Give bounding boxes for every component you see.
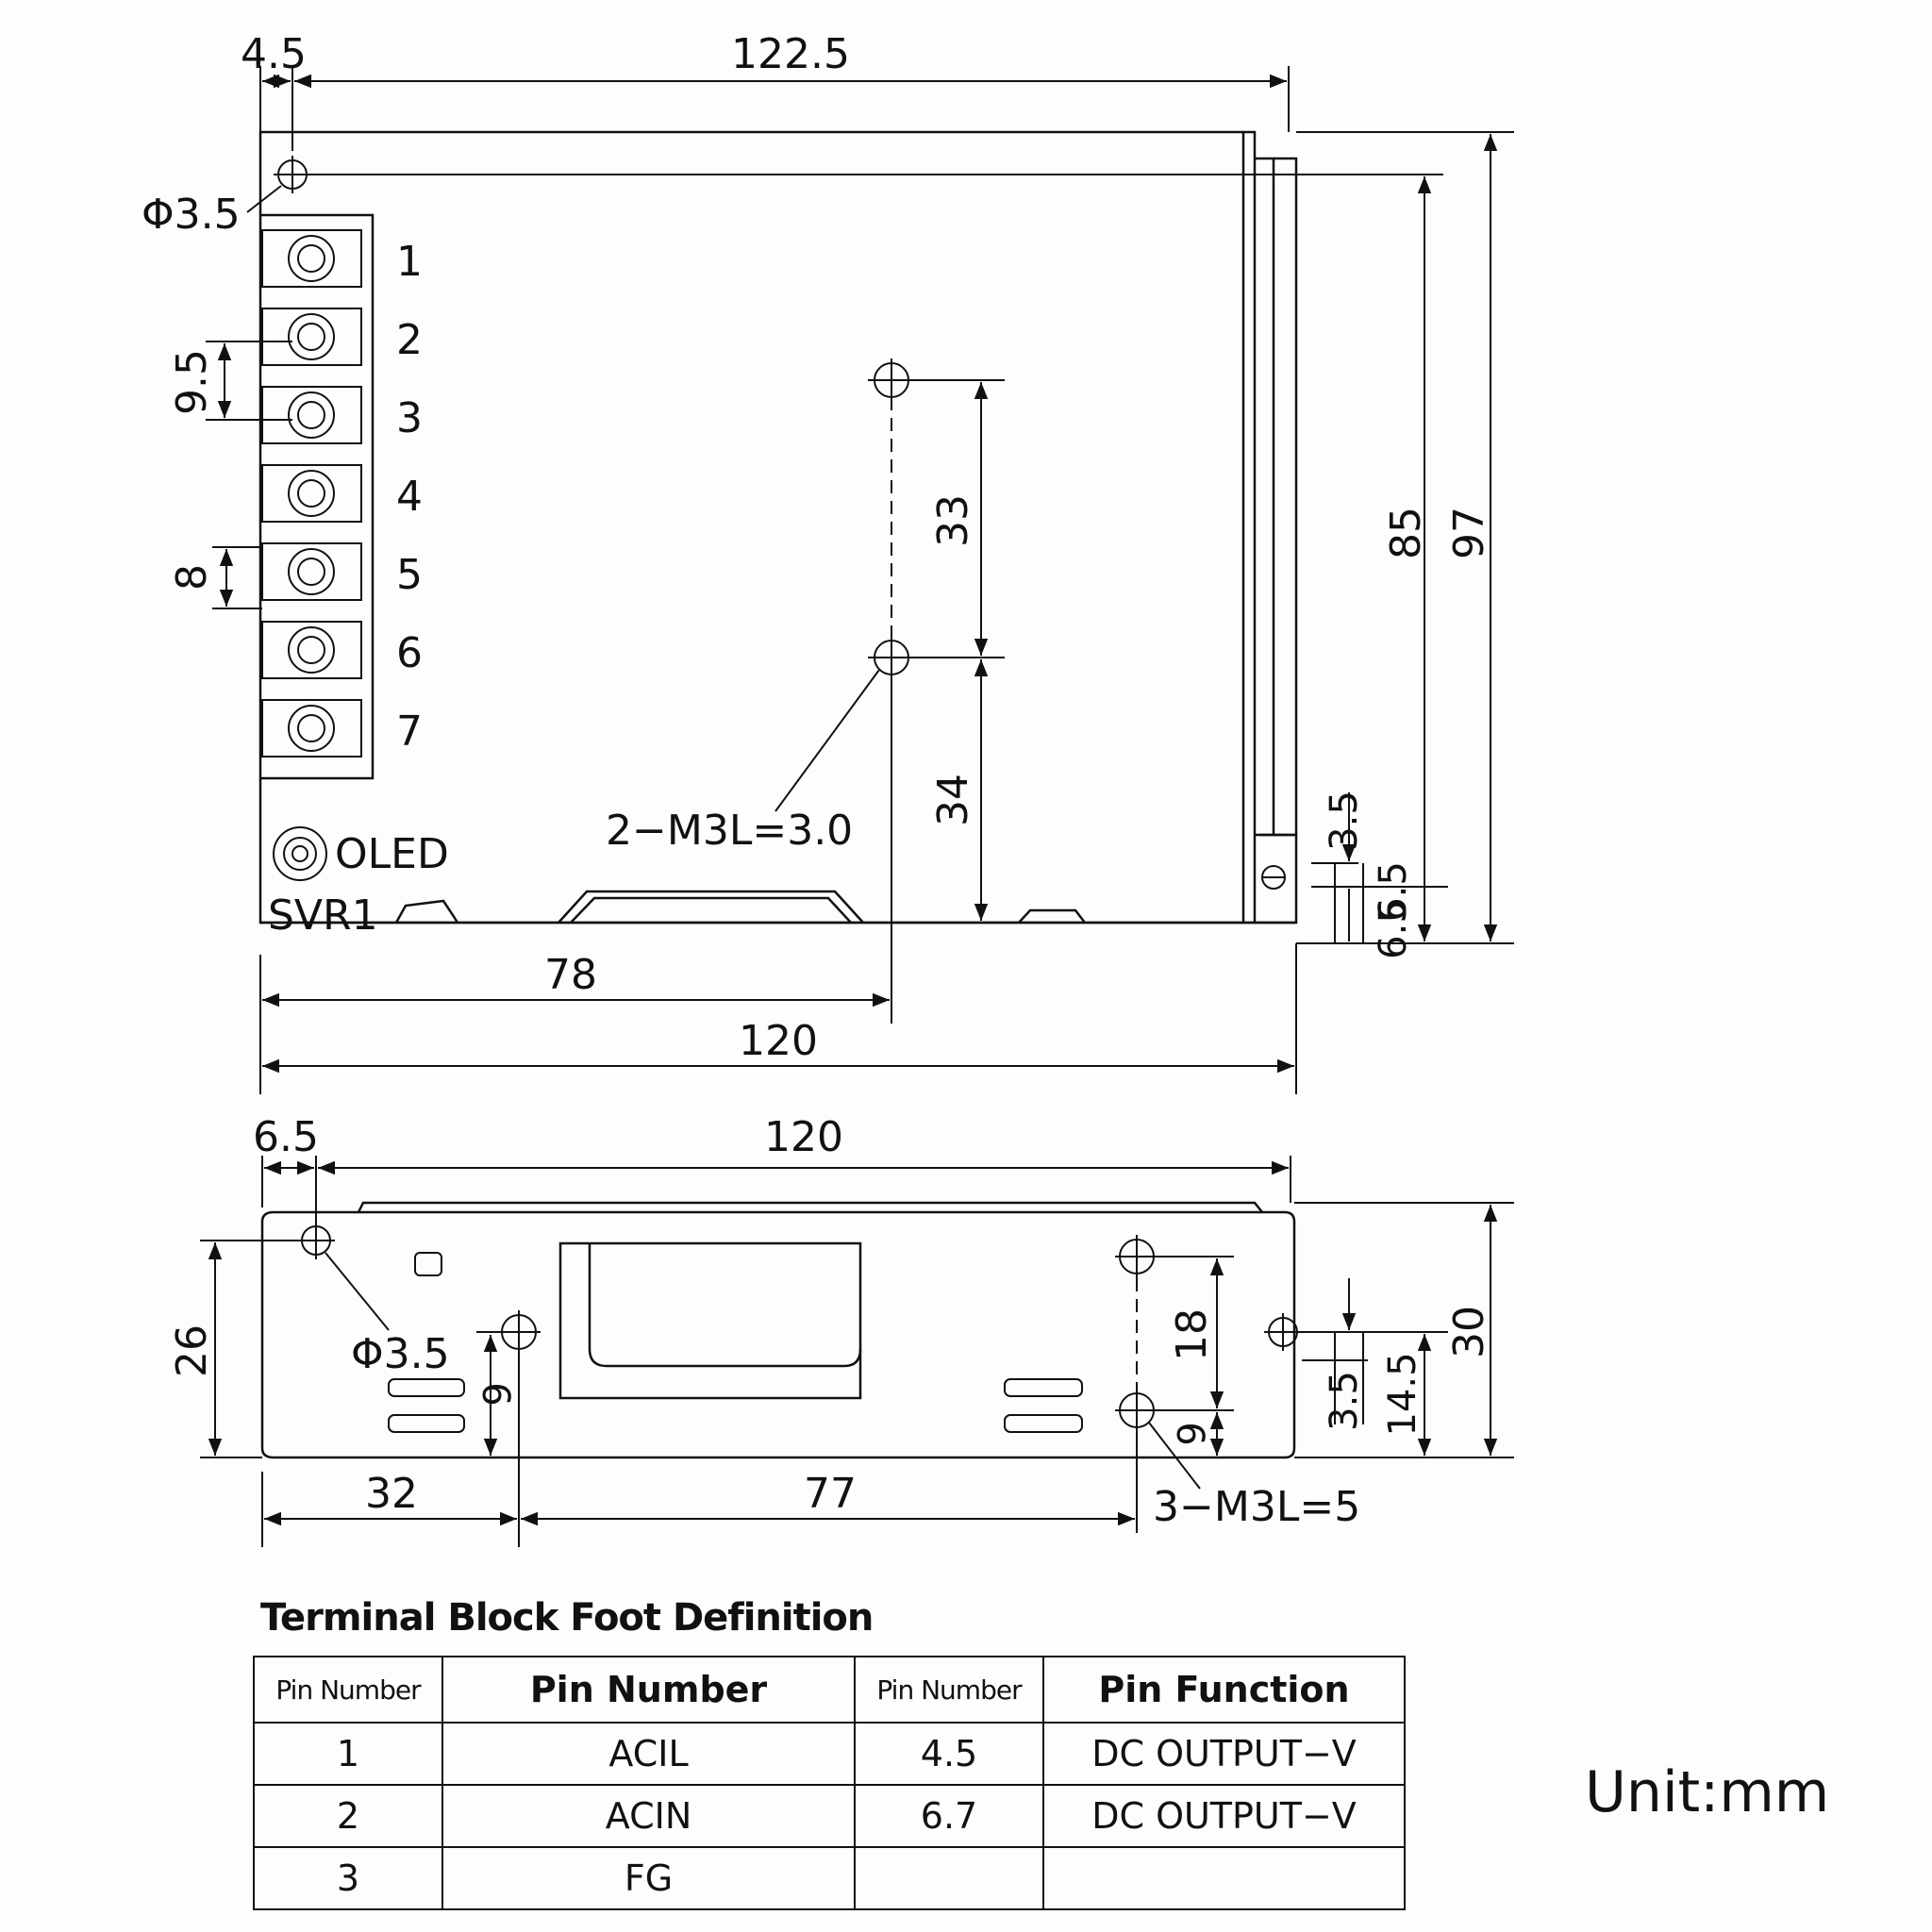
terminal-number: 5 bbox=[396, 551, 423, 599]
dim-85-label: 85 bbox=[1382, 507, 1430, 559]
pin-definition-table: Pin Number Pin Number Pin Number Pin Fun… bbox=[253, 1656, 1406, 1910]
top-hole-dia-label: Φ3.5 bbox=[142, 191, 241, 239]
side-dim-77-label: 77 bbox=[804, 1470, 857, 1518]
side-dim-6-right-label: 6 bbox=[1168, 1422, 1211, 1445]
table-cell: 3 bbox=[253, 1846, 443, 1910]
table-cell: FG bbox=[441, 1846, 856, 1910]
terminal-screw bbox=[261, 464, 362, 523]
table-cell: DC OUTPUT−V bbox=[1042, 1784, 1406, 1848]
terminal-screw bbox=[261, 699, 362, 758]
terminal-screw bbox=[261, 308, 362, 366]
dim-122-5-label: 122.5 bbox=[731, 30, 850, 78]
table-cell: 6.7 bbox=[854, 1784, 1044, 1848]
terminal-screw bbox=[261, 229, 362, 288]
dim-120-label: 120 bbox=[739, 1017, 818, 1065]
side-dim-6-5-label: 6.5 bbox=[253, 1113, 319, 1161]
side-dim-120-label: 120 bbox=[764, 1113, 843, 1161]
side-view: 6.5 120 Φ3.5 26 6 18 6 3−M3L=5 bbox=[168, 1113, 1514, 1547]
header-pin-number: Pin Number bbox=[441, 1656, 856, 1724]
dim-78-label: 78 bbox=[544, 951, 597, 999]
side-mount-label: 3−M3L=5 bbox=[1153, 1483, 1360, 1531]
mechanical-drawing: 1 2 3 4 5 6 7 Φ3.5 OLED SVR1 33 34 bbox=[142, 30, 1514, 1547]
terminal-number: 6 bbox=[396, 629, 423, 677]
side-dim-14-5-label: 14.5 bbox=[1381, 1352, 1424, 1436]
side-dim-6-left-label: 6 bbox=[474, 1382, 517, 1406]
table-cell bbox=[1042, 1846, 1406, 1910]
terminal-number: 7 bbox=[396, 708, 423, 756]
dim-6-5b-label: 6.5 bbox=[1372, 899, 1415, 959]
terminal-screws bbox=[261, 229, 362, 758]
led-label: OLED bbox=[335, 830, 449, 878]
table-cell: ACIN bbox=[441, 1784, 856, 1848]
dim-33-label: 33 bbox=[929, 494, 977, 547]
side-dim-3-5-label: 3.5 bbox=[1323, 1371, 1366, 1431]
table-row: 3 FG bbox=[253, 1846, 1406, 1910]
header-pin-number: Pin Number bbox=[253, 1656, 443, 1724]
table-header-row: Pin Number Pin Number Pin Number Pin Fun… bbox=[253, 1656, 1406, 1724]
terminal-screw bbox=[261, 621, 362, 679]
terminal-number: 3 bbox=[396, 394, 423, 442]
header-pin-number: Pin Number bbox=[854, 1656, 1044, 1724]
dim-8-label: 8 bbox=[168, 564, 216, 591]
dim-34-label: 34 bbox=[929, 774, 977, 826]
side-dim-30-label: 30 bbox=[1445, 1306, 1493, 1358]
table-cell: 2 bbox=[253, 1784, 443, 1848]
table-cell: 4.5 bbox=[854, 1722, 1044, 1786]
table-row: 2 ACIN 6.7 DC OUTPUT−V bbox=[253, 1784, 1406, 1848]
terminal-screw bbox=[261, 542, 362, 601]
top-mount-label: 2−M3L=3.0 bbox=[606, 807, 853, 855]
terminal-numbers: 1 2 3 4 5 6 7 bbox=[396, 238, 423, 756]
terminal-number: 2 bbox=[396, 316, 423, 364]
table-row: 1 ACIL 4.5 DC OUTPUT−V bbox=[253, 1722, 1406, 1786]
table-title: Terminal Block Foot Definition bbox=[260, 1596, 874, 1640]
dim-97-label: 97 bbox=[1445, 507, 1493, 559]
side-dim-18-label: 18 bbox=[1168, 1308, 1216, 1361]
unit-label: Unit:mm bbox=[1585, 1759, 1830, 1825]
dim-3-5-label: 3.5 bbox=[1323, 791, 1366, 851]
terminal-number: 1 bbox=[396, 238, 423, 286]
side-dim-26-label: 26 bbox=[168, 1324, 216, 1377]
dim-9-5-label: 9.5 bbox=[168, 349, 216, 415]
svr-label: SVR1 bbox=[268, 891, 378, 940]
top-view: 1 2 3 4 5 6 7 Φ3.5 OLED SVR1 33 34 bbox=[142, 30, 1514, 1094]
table-cell: ACIL bbox=[441, 1722, 856, 1786]
dim-4-5-label: 4.5 bbox=[241, 30, 307, 78]
table-cell: DC OUTPUT−V bbox=[1042, 1722, 1406, 1786]
side-view-outline bbox=[260, 1210, 1296, 1459]
led-indicator bbox=[273, 826, 327, 881]
table-cell bbox=[854, 1846, 1044, 1910]
header-pin-function: Pin Function bbox=[1042, 1656, 1406, 1724]
dim-6-5-label: 6.5 bbox=[1372, 861, 1415, 922]
table-cell: 1 bbox=[253, 1722, 443, 1786]
terminal-number: 4 bbox=[396, 473, 423, 521]
side-dim-32-label: 32 bbox=[365, 1470, 418, 1518]
side-hole-dia-label: Φ3.5 bbox=[351, 1330, 450, 1378]
terminal-screw bbox=[261, 386, 362, 444]
